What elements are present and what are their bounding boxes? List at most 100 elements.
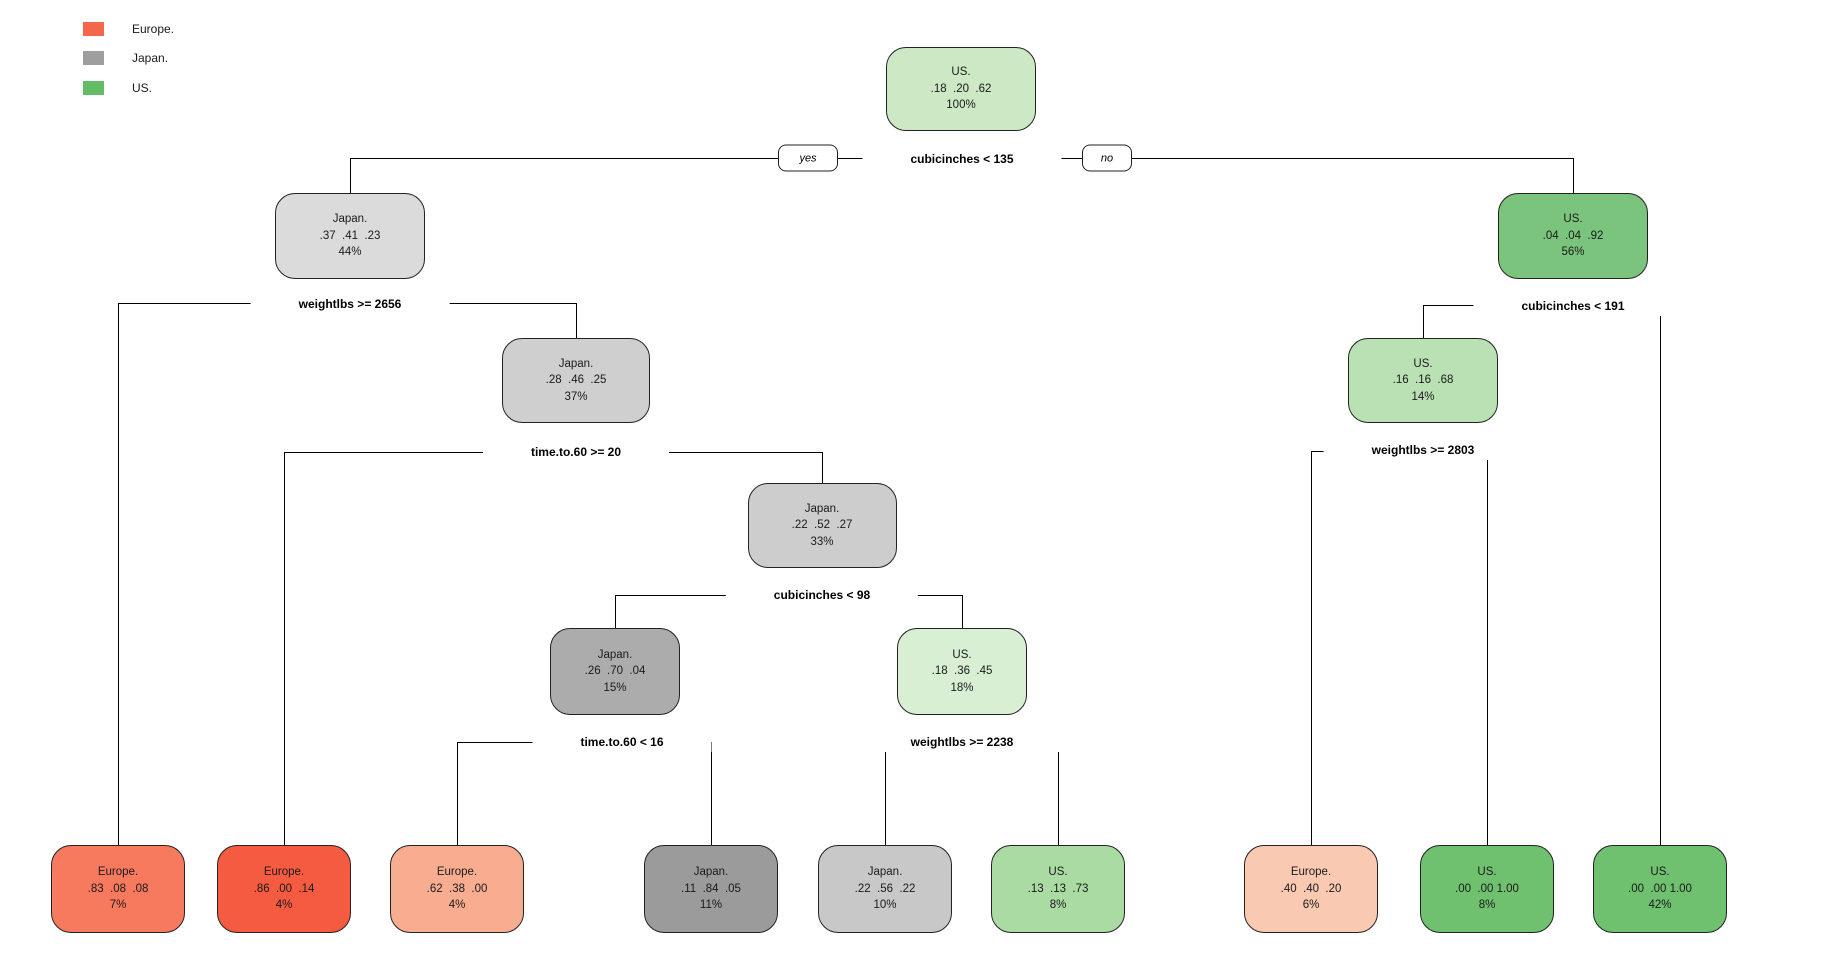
node-probabilities: .16 .16 .68: [1392, 374, 1454, 387]
node-class-label: Japan.: [867, 866, 903, 879]
legend-item: US.: [83, 73, 174, 103]
node-percent: 7%: [109, 899, 127, 912]
branch-line-vertical: [885, 742, 886, 845]
node-class-label: Japan.: [693, 866, 729, 879]
node-probabilities: .83 .08 .08: [87, 882, 149, 895]
node-probabilities: .13 .13 .73: [1027, 882, 1089, 895]
node-class-label: US.: [1413, 357, 1433, 370]
branch-line-vertical: [1423, 305, 1424, 338]
branch-line-vertical: [118, 303, 119, 845]
legend-item: Japan.: [83, 44, 174, 74]
leaf-node: Europe. .40 .40 .20 6%: [1244, 845, 1378, 933]
node-class-label: US.: [1477, 866, 1497, 879]
node-percent: 10%: [873, 899, 897, 912]
legend-swatch-icon: [83, 21, 104, 36]
node-percent: 37%: [564, 390, 588, 403]
node-probabilities: .26 .70 .04: [584, 665, 646, 678]
node-percent: 42%: [1648, 899, 1672, 912]
tree-node: Japan. .26 .70 .04 15%: [550, 628, 680, 715]
split-label: weightlbs >= 2238: [862, 732, 1062, 752]
node-percent: 56%: [1561, 246, 1585, 259]
node-class-label: Japan.: [804, 502, 840, 515]
leaf-node: Japan. .22 .56 .22 10%: [818, 845, 952, 933]
node-class-label: US.: [952, 648, 972, 661]
node-class-label: Europe.: [436, 866, 478, 879]
node-percent: 8%: [1049, 899, 1067, 912]
node-class-label: Japan.: [558, 357, 594, 370]
tree-node: US. .18 .36 .45 18%: [897, 628, 1027, 715]
branch-line-vertical: [1311, 451, 1312, 845]
leaf-node: US. .00 .00 1.00 42%: [1593, 845, 1727, 933]
split-label: time.to.60 >= 20: [482, 442, 670, 462]
branch-line-vertical: [1660, 305, 1661, 845]
split-label: cubicinches < 191: [1473, 296, 1673, 316]
node-class-label: Europe.: [97, 866, 139, 879]
legend-swatch-icon: [83, 51, 104, 66]
legend-label: US.: [132, 80, 153, 95]
node-percent: 44%: [338, 246, 362, 259]
branch-line-vertical: [350, 158, 351, 193]
tree-node: Japan. .22 .52 .27 33%: [747, 483, 897, 568]
branch-line-vertical: [1487, 451, 1488, 845]
node-percent: 33%: [810, 535, 834, 548]
node-percent: 100%: [946, 99, 976, 112]
legend-swatch-icon: [83, 80, 104, 95]
no-branch-label: no: [1082, 144, 1132, 172]
tree-node: Japan. .28 .46 .25 37%: [502, 338, 650, 423]
branch-line-vertical: [615, 595, 616, 628]
node-probabilities: .00 .00 1.00: [1455, 882, 1519, 895]
node-probabilities: .04 .04 .92: [1542, 229, 1604, 242]
split-label: time.to.60 < 16: [532, 732, 712, 752]
branch-line-vertical: [576, 303, 577, 338]
node-probabilities: .18 .36 .45: [931, 665, 993, 678]
node-percent: 8%: [1478, 899, 1496, 912]
node-percent: 4%: [448, 899, 466, 912]
yes-branch-label: yes: [778, 144, 838, 172]
node-percent: 4%: [275, 899, 293, 912]
branch-line-vertical: [1573, 158, 1574, 193]
branch-line-vertical: [711, 742, 712, 845]
node-percent: 11%: [699, 899, 723, 912]
split-label: cubicinches < 98: [725, 585, 919, 605]
branch-line-vertical: [457, 742, 458, 845]
node-probabilities: .37 .41 .23: [319, 229, 381, 242]
branch-line-vertical: [962, 595, 963, 628]
legend-item: Europe.: [83, 14, 174, 44]
node-probabilities: .22 .52 .27: [791, 519, 853, 532]
legend-label: Japan.: [132, 51, 169, 66]
node-probabilities: .11 .84 .05: [681, 882, 741, 895]
split-label: weightlbs >= 2656: [250, 294, 450, 314]
node-class-label: Japan.: [332, 213, 368, 226]
tree-node: Japan. .37 .41 .23 44%: [275, 193, 425, 279]
node-class-label: US.: [1563, 213, 1583, 226]
tree-node: US. .16 .16 .68 14%: [1348, 338, 1498, 423]
node-percent: 14%: [1411, 390, 1435, 403]
node-class-label: Europe.: [263, 866, 305, 879]
leaf-node: Europe. .83 .08 .08 7%: [51, 845, 185, 933]
legend-label: Europe.: [132, 21, 175, 36]
branch-line-vertical: [822, 452, 823, 483]
node-percent: 15%: [603, 681, 627, 694]
node-probabilities: .22 .56 .22: [854, 882, 916, 895]
split-label: weightlbs >= 2803: [1323, 440, 1523, 460]
node-class-label: Japan.: [597, 648, 633, 661]
node-class-label: Europe.: [1290, 866, 1332, 879]
leaf-node: Europe. .86 .00 .14 4%: [217, 845, 351, 933]
branch-line-vertical: [1058, 742, 1059, 845]
node-percent: 18%: [950, 681, 974, 694]
node-probabilities: .86 .00 .14: [253, 882, 315, 895]
leaf-node: US. .00 .00 1.00 8%: [1420, 845, 1554, 933]
node-probabilities: .40 .40 .20: [1280, 882, 1342, 895]
node-probabilities: .18 .20 .62: [930, 82, 992, 95]
leaf-node: Japan. .11 .84 .05 11%: [644, 845, 778, 933]
node-probabilities: .28 .46 .25: [545, 374, 607, 387]
node-class-label: US.: [1650, 866, 1670, 879]
node-probabilities: .00 .00 1.00: [1628, 882, 1692, 895]
split-label: cubicinches < 135: [862, 149, 1062, 169]
legend: Europe. Japan. US.: [83, 14, 174, 103]
node-percent: 6%: [1302, 899, 1320, 912]
